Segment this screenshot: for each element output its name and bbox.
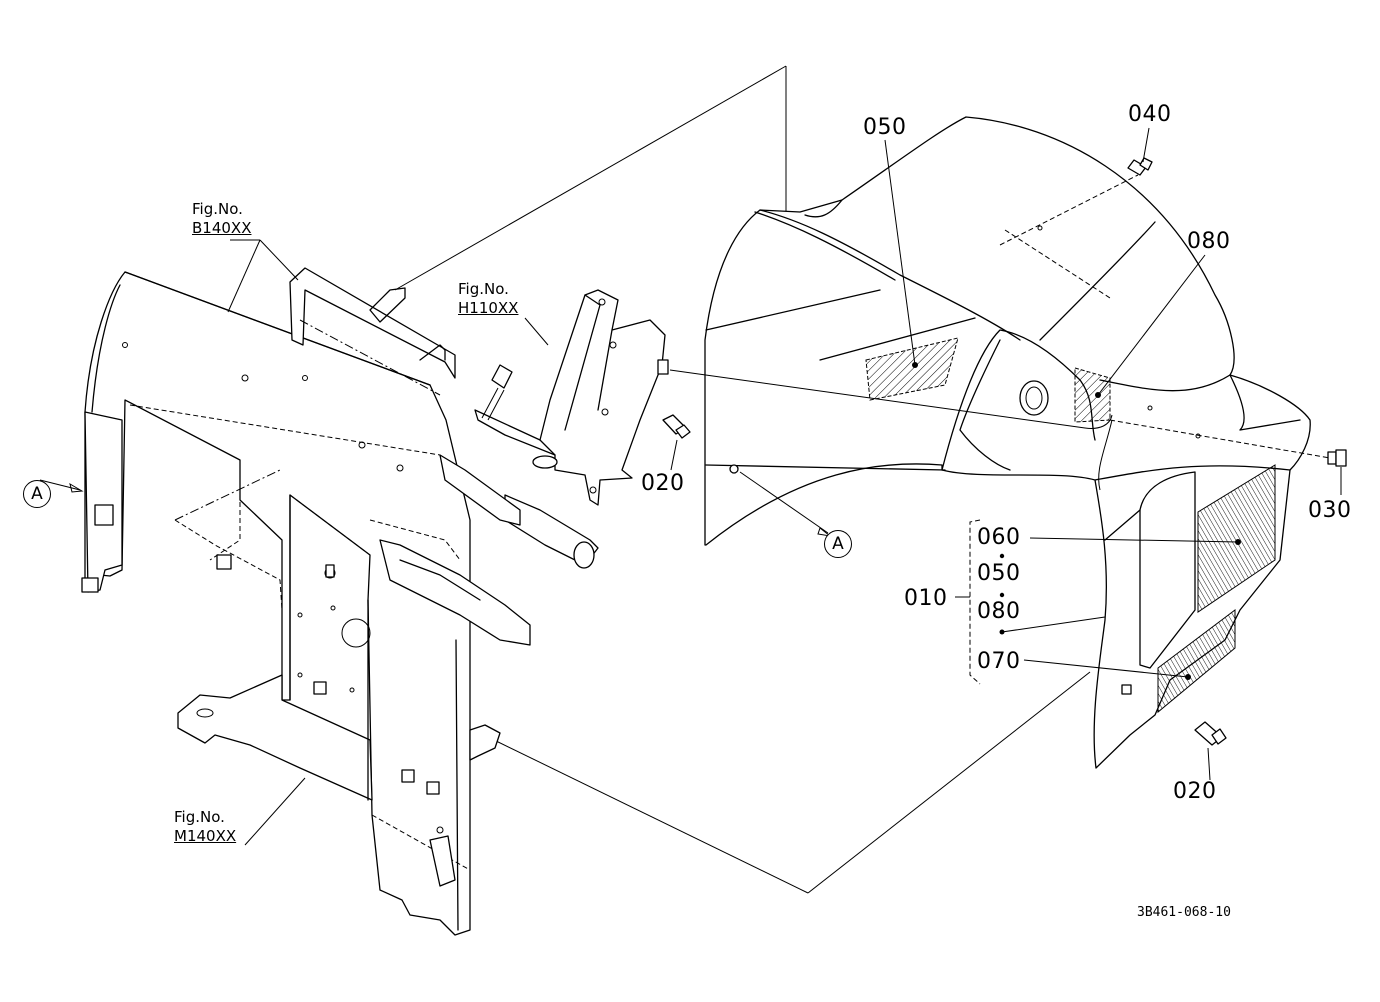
part-label-030: 030 — [1308, 498, 1352, 523]
part-label-010: 010 — [904, 586, 948, 611]
fasteners — [662, 157, 1347, 746]
bolt-020-upper — [662, 414, 691, 439]
drawing-code: 3B461-068-10 — [1137, 905, 1231, 920]
leader-lines — [39, 127, 1342, 846]
reference-lines — [394, 65, 1091, 894]
screw-030 — [1327, 449, 1347, 467]
part-label-050-top: 050 — [863, 115, 907, 140]
part-label-020-upper: 020 — [641, 471, 685, 496]
dash-panel-frame — [81, 267, 505, 936]
fig-ref-b140-number: B140XX — [192, 218, 252, 237]
fig-ref-m140[interactable]: Fig.No. M140XX — [174, 808, 236, 846]
fig-ref-m140-number: M140XX — [174, 826, 237, 845]
kit-item-060: 060 — [977, 525, 1021, 550]
bolt-020-lower — [1194, 721, 1227, 746]
fig-ref-h110[interactable]: Fig.No. H110XX — [458, 280, 518, 318]
kit-item-070: 070 — [977, 649, 1021, 674]
kit-item-050: 050 — [977, 561, 1021, 586]
fig-ref-b140[interactable]: Fig.No. B140XX — [192, 200, 251, 238]
part-label-040: 040 — [1128, 102, 1172, 127]
part-label-020-lower: 020 — [1173, 779, 1217, 804]
fig-ref-m140-prefix: Fig.No. — [174, 808, 225, 826]
part-label-080-top: 080 — [1187, 229, 1231, 254]
fig-ref-h110-number: H110XX — [458, 298, 519, 317]
fig-ref-b140-prefix: Fig.No. — [192, 200, 243, 218]
column-bracket — [379, 289, 669, 646]
fig-ref-h110-prefix: Fig.No. — [458, 280, 509, 298]
bonnet-hood — [669, 116, 1331, 769]
screw-040 — [1127, 157, 1153, 176]
marker-a-right: A — [824, 530, 852, 558]
kit-item-080: 080 — [977, 599, 1021, 624]
marker-a-left: A — [23, 480, 51, 508]
